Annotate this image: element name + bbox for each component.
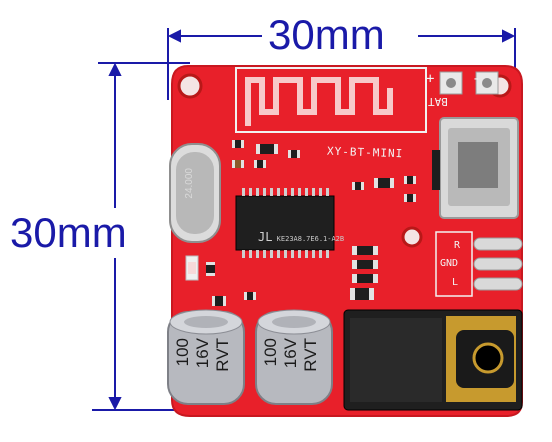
chip-logo: JL	[258, 230, 273, 244]
crystal-marking: 24.000	[184, 168, 195, 199]
antenna-outline	[235, 67, 427, 133]
capacitor-right	[255, 309, 333, 405]
chip-pins	[242, 188, 329, 258]
capacitor-left-voltage-text: 16V	[193, 338, 212, 369]
audio-jack-hole	[472, 342, 504, 374]
led-lens	[188, 262, 196, 274]
capacitor-right-brand: RVT	[301, 338, 320, 372]
dim-arrowhead-up	[108, 62, 122, 76]
silkscreen-output-r: R	[454, 240, 461, 251]
micro-usb-port	[458, 142, 498, 188]
dim-arrowhead-right	[502, 29, 516, 43]
silkscreen-battery-minus: -	[472, 71, 481, 87]
battery-pad-minus-hole	[482, 78, 492, 88]
capacitor-left	[167, 309, 245, 405]
capacitor-left-value: 100	[173, 338, 192, 367]
mounting-hole-top-left	[177, 73, 203, 99]
capacitor-right-voltage-text: 16V	[281, 338, 300, 369]
silkscreen-output-l: L	[452, 277, 459, 288]
audio-jack-body	[350, 318, 442, 402]
capacitor-left-brand: RVT	[213, 338, 232, 372]
capacitor-left-brand-text: RVT	[213, 338, 232, 372]
dim-arrowhead-left	[167, 29, 181, 43]
silkscreen-battery: BAT	[428, 95, 448, 108]
battery-pad-plus-hole	[446, 78, 456, 88]
dim-arrowhead-down	[108, 397, 122, 411]
chip-marking: JL KE23A8.7E6.1-A2B	[258, 230, 344, 244]
width-dimension-label: 30mm	[266, 11, 387, 58]
capacitor-right-marking: 100	[261, 338, 280, 367]
smd-components	[185, 140, 440, 306]
mounting-hole-middle	[401, 226, 423, 248]
crystal-top	[176, 152, 214, 234]
output-pads	[435, 231, 523, 297]
capacitor-left-marking: 100	[173, 338, 192, 367]
antenna-trace	[245, 77, 393, 126]
capacitor-right-voltage: 16V	[281, 338, 300, 369]
height-dimension-label: 30mm	[8, 209, 129, 256]
silkscreen-output-gnd: GND	[440, 258, 459, 269]
capacitor-right-brand-text: RVT	[301, 338, 320, 372]
silkscreen-battery-plus: +	[426, 71, 435, 87]
bluetooth-chip	[235, 195, 335, 251]
silkscreen-model: XY-BT-MINI	[326, 144, 404, 161]
capacitor-right-value: 100	[261, 338, 280, 367]
chip-code: KE23A8.7E6.1-A2B	[276, 235, 345, 243]
capacitor-left-voltage: 16V	[193, 338, 212, 369]
